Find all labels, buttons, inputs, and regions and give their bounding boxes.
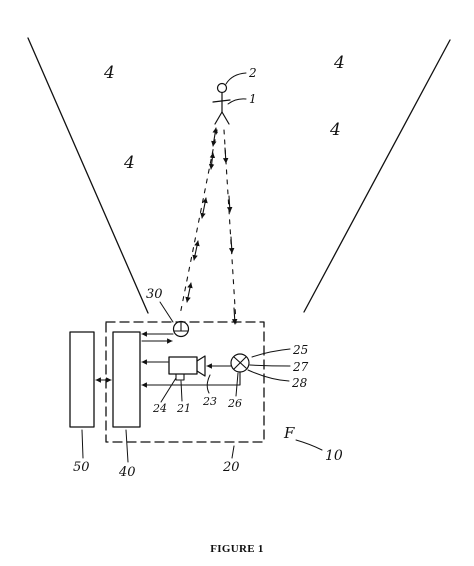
- processor-block: [112, 331, 141, 428]
- fov-left-line: [27, 37, 149, 314]
- label-lens: 27: [292, 360, 309, 374]
- signal-path-bidirectional: [179, 127, 218, 316]
- label-display: 50: [73, 460, 90, 475]
- label-camera-body: 23: [202, 395, 217, 408]
- label-processor: 40: [118, 465, 136, 480]
- label-zone-d: 4: [123, 153, 135, 173]
- label-system: 10: [325, 448, 343, 464]
- emitter-assembly: [230, 353, 250, 373]
- label-system-prefix: F: [283, 424, 295, 442]
- emitter-feedback-line: [141, 371, 241, 388]
- camera-unit: [168, 355, 206, 381]
- label-housing: 20: [222, 460, 240, 475]
- fov-right-line: [303, 39, 451, 313]
- signal-path-downward: [222, 129, 238, 325]
- label-sensor: 30: [146, 287, 163, 302]
- label-zone-a: 4: [103, 63, 115, 83]
- label-zone-b: 4: [333, 53, 345, 73]
- label-mount: 28: [291, 376, 308, 390]
- label-beam-out: 26: [227, 397, 242, 410]
- label-person: 1: [249, 92, 257, 106]
- label-head: 2: [248, 66, 257, 80]
- person-figure: [212, 72, 247, 125]
- display-block: [69, 331, 95, 428]
- label-camera-base: 21: [176, 402, 191, 415]
- label-camera-port: 24: [152, 402, 167, 415]
- label-zone-c: 4: [329, 120, 341, 140]
- sensor-element: [172, 320, 190, 338]
- sensor-leader: [159, 301, 174, 323]
- label-emitter: 25: [292, 343, 308, 357]
- reference-leaders: [81, 348, 323, 463]
- figure-caption: FIGURE 1: [210, 543, 263, 555]
